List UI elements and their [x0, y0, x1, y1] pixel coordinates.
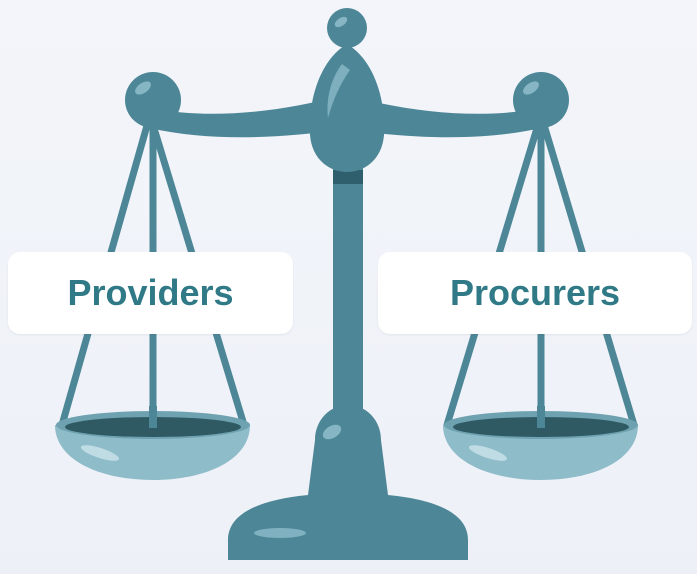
providers-label: Providers [67, 272, 234, 313]
scale-column [333, 160, 363, 440]
scale-base [228, 405, 468, 560]
right-knob [513, 72, 569, 128]
left-pan [55, 406, 250, 480]
procurers-label-box: Procurers [378, 252, 692, 334]
top-finial [327, 8, 367, 48]
procurers-label: Procurers [449, 272, 621, 313]
right-pan [443, 406, 638, 480]
central-bulb [309, 44, 385, 172]
left-knob [125, 72, 181, 128]
providers-label-box: Providers [8, 252, 293, 334]
